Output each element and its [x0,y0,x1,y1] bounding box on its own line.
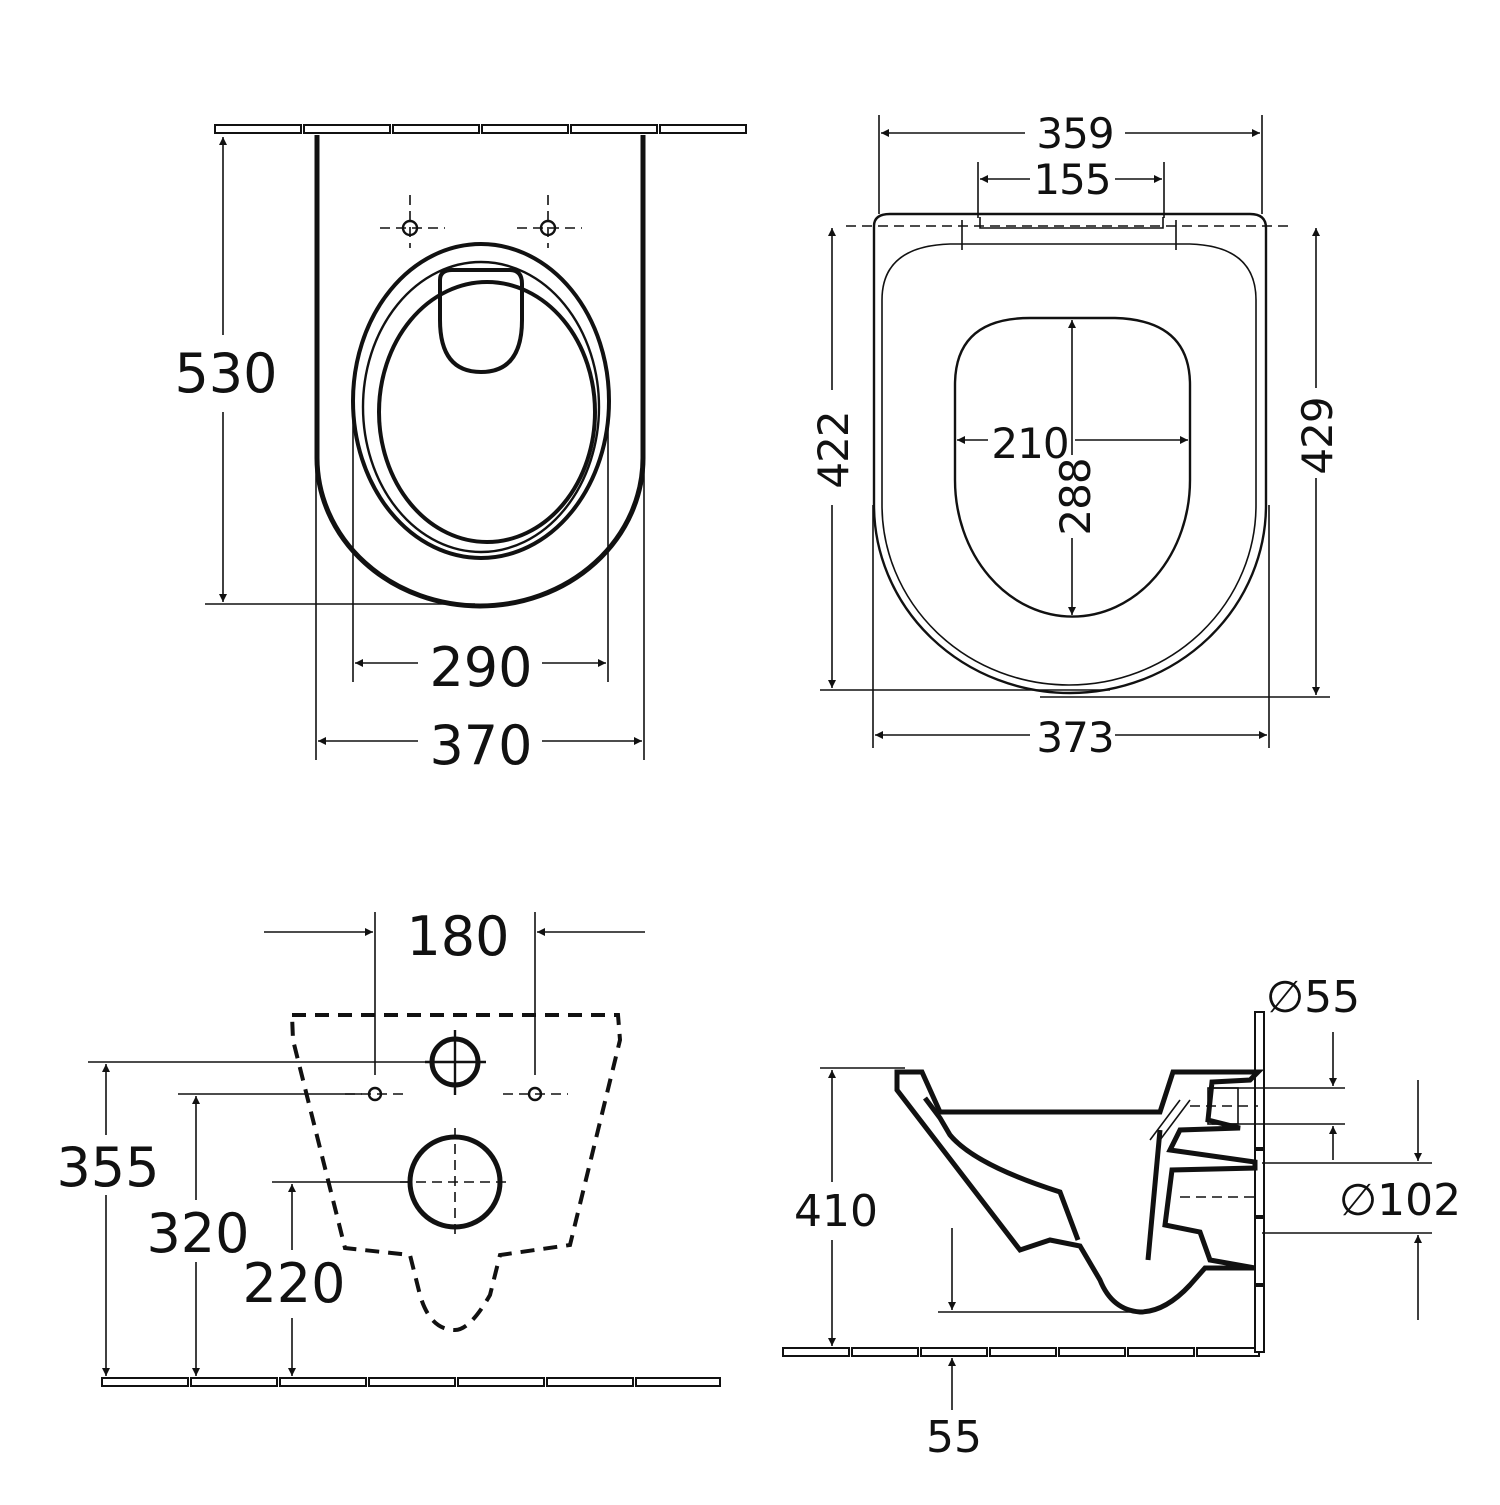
side-view-inlet [1190,1087,1258,1125]
dim-359 [878,115,1263,214]
seat-view: 359 155 422 429 210 [809,109,1342,762]
dim-label-355: 355 [56,1136,159,1199]
dim-label-359: 359 [1036,109,1113,158]
top-view-bowl-well [377,280,597,544]
dim-290 [352,395,609,682]
rear-view-floor [101,1377,721,1387]
dim-355 [88,1061,430,1376]
dim-55 [938,1228,1130,1410]
side-view: ∅55 ∅102 410 55 [782,972,1461,1463]
dim-370 [315,440,645,760]
rear-view: 180 355 320 220 [56,905,721,1387]
dim-label-410: 410 [794,1186,878,1237]
top-view-flush-opening [438,268,524,375]
top-view-fixing-holes [380,195,582,248]
dim-d55 [1212,1032,1345,1160]
side-view-wall [1254,1011,1265,1353]
dim-label-55: 55 [926,1412,982,1463]
dim-label-370: 370 [429,714,532,777]
dim-422 [820,228,1110,691]
seat-hinge-area [979,217,1164,229]
dim-label-290: 290 [429,636,532,699]
dim-373 [872,505,1270,748]
rear-view-bolt-holes [345,1086,568,1102]
side-view-trap [923,1096,1081,1241]
top-view: 530 290 370 [174,124,747,777]
top-view-bowl-outline [314,135,646,609]
dim-label-d55: ∅55 [1266,972,1360,1023]
dim-155 [977,162,1165,218]
rear-view-bowl-outline [289,1013,623,1333]
dim-220 [272,1181,410,1376]
dim-label-530: 530 [174,342,277,405]
dim-label-288: 288 [1051,458,1100,535]
side-view-bowl-section [894,1069,1265,1315]
dim-d102 [1262,1080,1432,1320]
seat-inner-outline [881,243,1257,686]
dim-label-d102: ∅102 [1339,1175,1461,1226]
top-view-rim-inner [361,260,601,554]
top-view-rim-outer [351,242,611,560]
dim-label-220: 220 [242,1252,345,1315]
dim-410 [820,1067,905,1346]
seat-opening [953,316,1192,618]
side-view-trap-inner [1145,1129,1163,1261]
seat-outer-outline [872,212,1268,695]
dim-label-320: 320 [146,1202,249,1265]
dim-label-422: 422 [809,411,858,488]
dim-320 [178,1093,362,1376]
dim-180 [264,912,645,1075]
dim-label-429: 429 [1293,397,1342,474]
dim-label-180: 180 [406,905,509,968]
top-view-wall [214,124,747,134]
dim-530 [205,137,475,605]
dim-label-373: 373 [1036,713,1113,762]
dim-429 [1040,228,1330,698]
dim-label-210: 210 [991,419,1068,468]
dim-label-155: 155 [1033,155,1110,204]
side-view-floor [782,1347,1260,1357]
